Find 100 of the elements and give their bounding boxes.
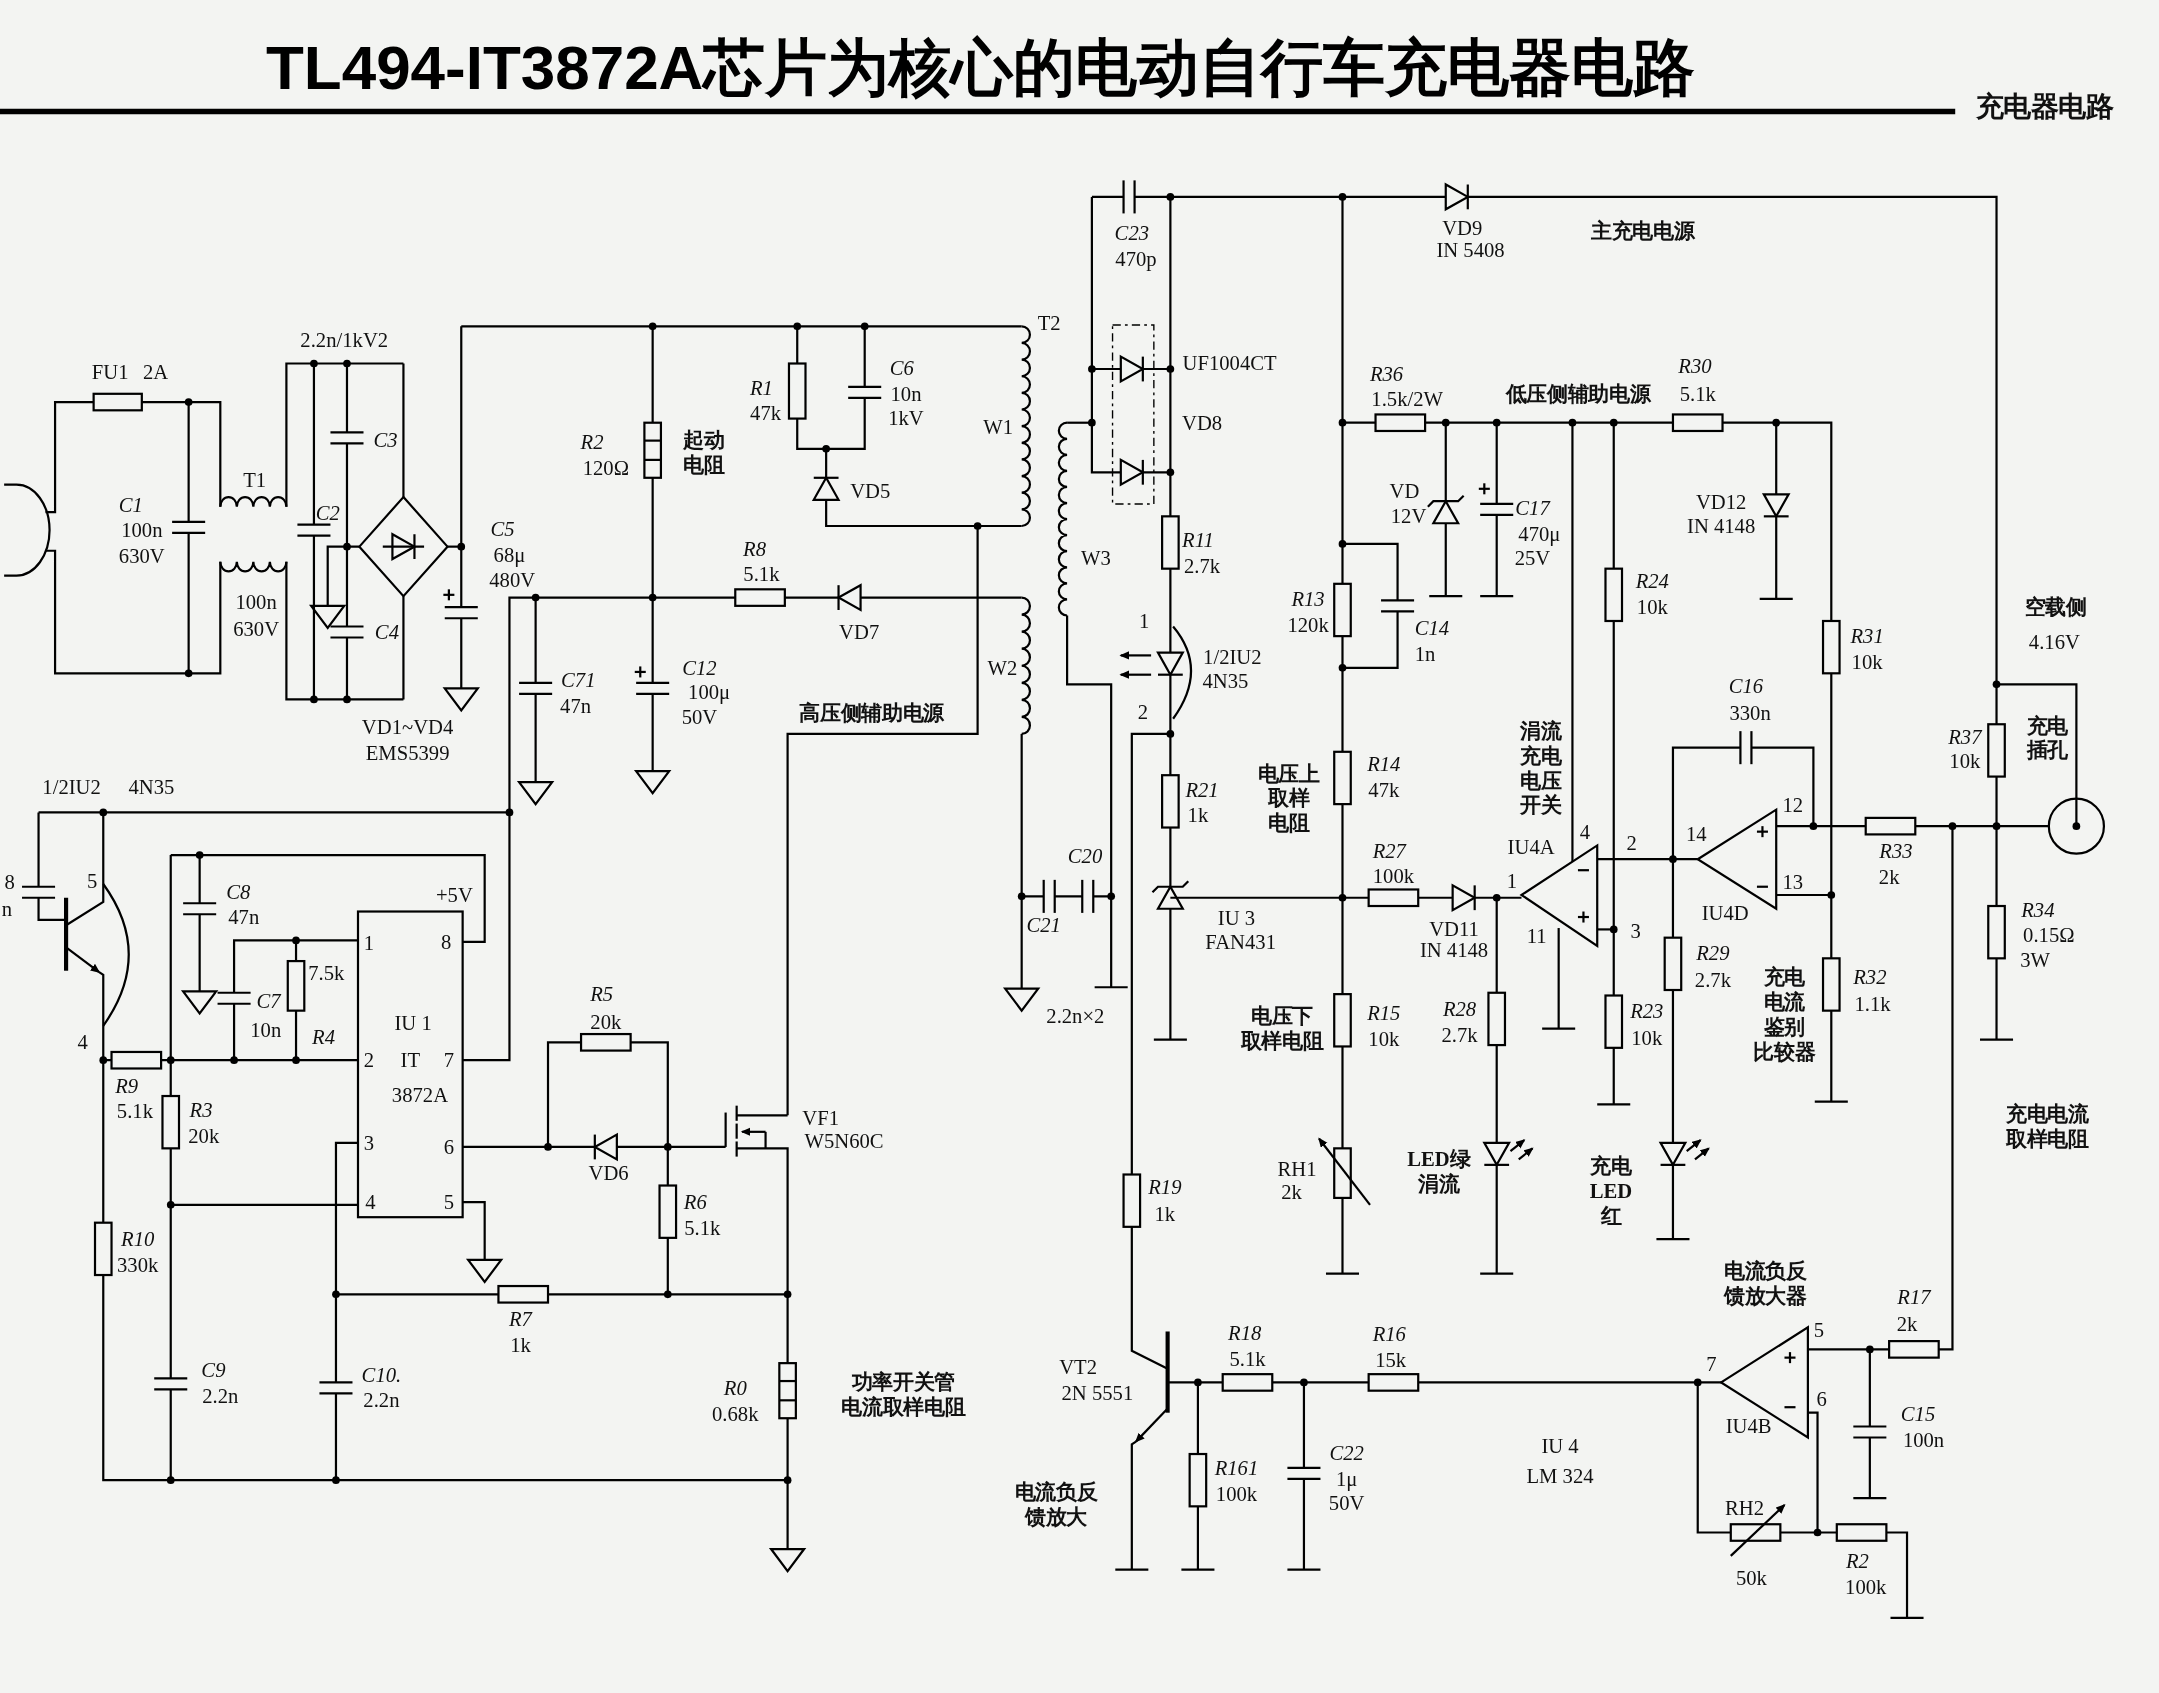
- component-label: UF1004CT: [1182, 351, 1277, 376]
- component-label: IU 3: [1217, 906, 1256, 931]
- value-label: 100n: [121, 518, 163, 543]
- component-label: R18: [1228, 1320, 1262, 1346]
- component-label: R31: [1850, 624, 1884, 649]
- component-label: R15: [1367, 1001, 1401, 1026]
- title: TL494-IT3872A芯片为核心的电动自行车充电器电路: [266, 32, 1695, 106]
- component-label: C20: [1067, 844, 1103, 869]
- value-label: 2k: [1281, 1180, 1302, 1205]
- component-label: R2: [580, 429, 604, 455]
- component-label: R29: [1696, 940, 1730, 966]
- component-label: C9: [201, 1358, 226, 1383]
- component-label: C7: [256, 989, 281, 1014]
- component-label: VT2: [1059, 1355, 1098, 1380]
- note-text: 电流负反馈放大: [1014, 1480, 1098, 1530]
- note-text: LED绿涓流: [1407, 1147, 1471, 1197]
- note-text: 电流负反馈放大器: [1723, 1258, 1807, 1309]
- component-label: R27: [1372, 838, 1406, 864]
- component-label: R33: [1879, 838, 1913, 864]
- value-label: 5.1k: [743, 562, 780, 587]
- component-label: R2: [1846, 1549, 1869, 1574]
- component-label: R32: [1853, 965, 1887, 990]
- value-label: 120k: [1287, 613, 1329, 638]
- pin-number: 5: [87, 869, 98, 894]
- value-label: n: [1, 896, 13, 922]
- component-label: C71: [561, 668, 596, 693]
- pin-number: 2: [1137, 699, 1148, 725]
- value-label: 630V: [233, 617, 280, 642]
- component-label: R10: [121, 1227, 155, 1252]
- value-label: 47n: [228, 905, 260, 930]
- value-label: +5V: [435, 883, 473, 908]
- component-label: C16: [1728, 673, 1764, 699]
- component-label: IU4A: [1507, 834, 1555, 860]
- component-label: W1: [983, 414, 1014, 440]
- component-label: 2N 5551: [1061, 1381, 1134, 1406]
- component-label: R36: [1369, 362, 1404, 387]
- component-label: R30: [1678, 354, 1712, 379]
- value-label: 7.5k: [308, 961, 345, 986]
- component-label: VD1~VD4: [361, 715, 454, 740]
- value-label: 47k: [1368, 778, 1400, 803]
- component-label: 3872A: [391, 1082, 449, 1108]
- component-label: C23: [1114, 220, 1150, 246]
- component-label: FU1: [91, 359, 129, 385]
- value-label: 68μ: [493, 542, 526, 568]
- note-text: 电压下取样电阻: [1240, 1004, 1324, 1054]
- note-text: 充电电流鉴别比较器: [1753, 965, 1816, 1065]
- value-label: 20k: [188, 1123, 220, 1149]
- component-label: C14: [1414, 615, 1450, 641]
- component-label: 4N35: [128, 775, 175, 800]
- value-label: 2.2n: [202, 1384, 239, 1409]
- component-label: IN 5408: [1436, 238, 1505, 263]
- value-label: 50V: [1328, 1491, 1365, 1516]
- value-label: 20k: [590, 1009, 622, 1035]
- component-label: R7: [509, 1307, 532, 1332]
- component-label: C17: [1515, 496, 1550, 521]
- value-label: 2.7k: [1183, 553, 1221, 579]
- component-label: C4: [374, 620, 399, 645]
- value-label: 2k: [1896, 1312, 1918, 1337]
- pin-number: 4: [1579, 819, 1590, 845]
- value-label: 50V: [681, 705, 718, 730]
- value-label: 630V: [118, 544, 165, 569]
- component-label: IU 4: [1541, 1433, 1579, 1459]
- component-label: W2: [987, 655, 1018, 681]
- value-label: 10k: [1636, 595, 1668, 620]
- component-label: R13: [1291, 586, 1325, 612]
- note-text: 起动电阻: [682, 428, 725, 478]
- pin-number: 7: [443, 1048, 455, 1073]
- value-label: 1.1k: [1854, 991, 1891, 1017]
- component-label: R24: [1635, 569, 1669, 594]
- component-label: VD8: [1181, 410, 1223, 436]
- component-label: VF1: [802, 1106, 839, 1131]
- component-label: LM 324: [1526, 1464, 1594, 1489]
- note-text: 功率开关管电流取样电阻: [841, 1370, 966, 1420]
- pin-number: 5: [443, 1190, 455, 1215]
- component-label: R5: [590, 982, 614, 1007]
- value-label: 100n: [235, 589, 277, 615]
- note-text: 充电插孔: [2026, 713, 2069, 763]
- component-label: VD6: [588, 1161, 629, 1186]
- component-label: R23: [1630, 998, 1664, 1024]
- pin-number: 1: [363, 931, 375, 956]
- value-label: 10k: [1851, 650, 1883, 675]
- component-label: VD9: [1442, 216, 1483, 241]
- component-label: C22: [1329, 1440, 1364, 1466]
- pin-number: 3: [1630, 918, 1641, 944]
- component-label: R19: [1148, 1174, 1182, 1200]
- value-label: 5.1k: [116, 1099, 153, 1124]
- value-label: 50k: [1735, 1565, 1767, 1591]
- value-label: 1n: [1414, 642, 1436, 667]
- value-label: 100k: [1215, 1481, 1258, 1507]
- component-label: IT: [400, 1048, 421, 1073]
- pin-number: 6: [1816, 1386, 1827, 1412]
- pin-number: 14: [1686, 822, 1707, 847]
- component-label: IU4D: [1701, 900, 1749, 926]
- value-label: 5.1k: [684, 1216, 721, 1241]
- value-label: 2.2n/1kV2: [300, 328, 389, 353]
- component-label: VD7: [839, 620, 880, 645]
- value-label: 330n: [1729, 701, 1771, 726]
- value-label: 1k: [510, 1333, 531, 1358]
- note-text: 充电LED红: [1589, 1154, 1633, 1229]
- pin-number: 1: [1139, 608, 1150, 634]
